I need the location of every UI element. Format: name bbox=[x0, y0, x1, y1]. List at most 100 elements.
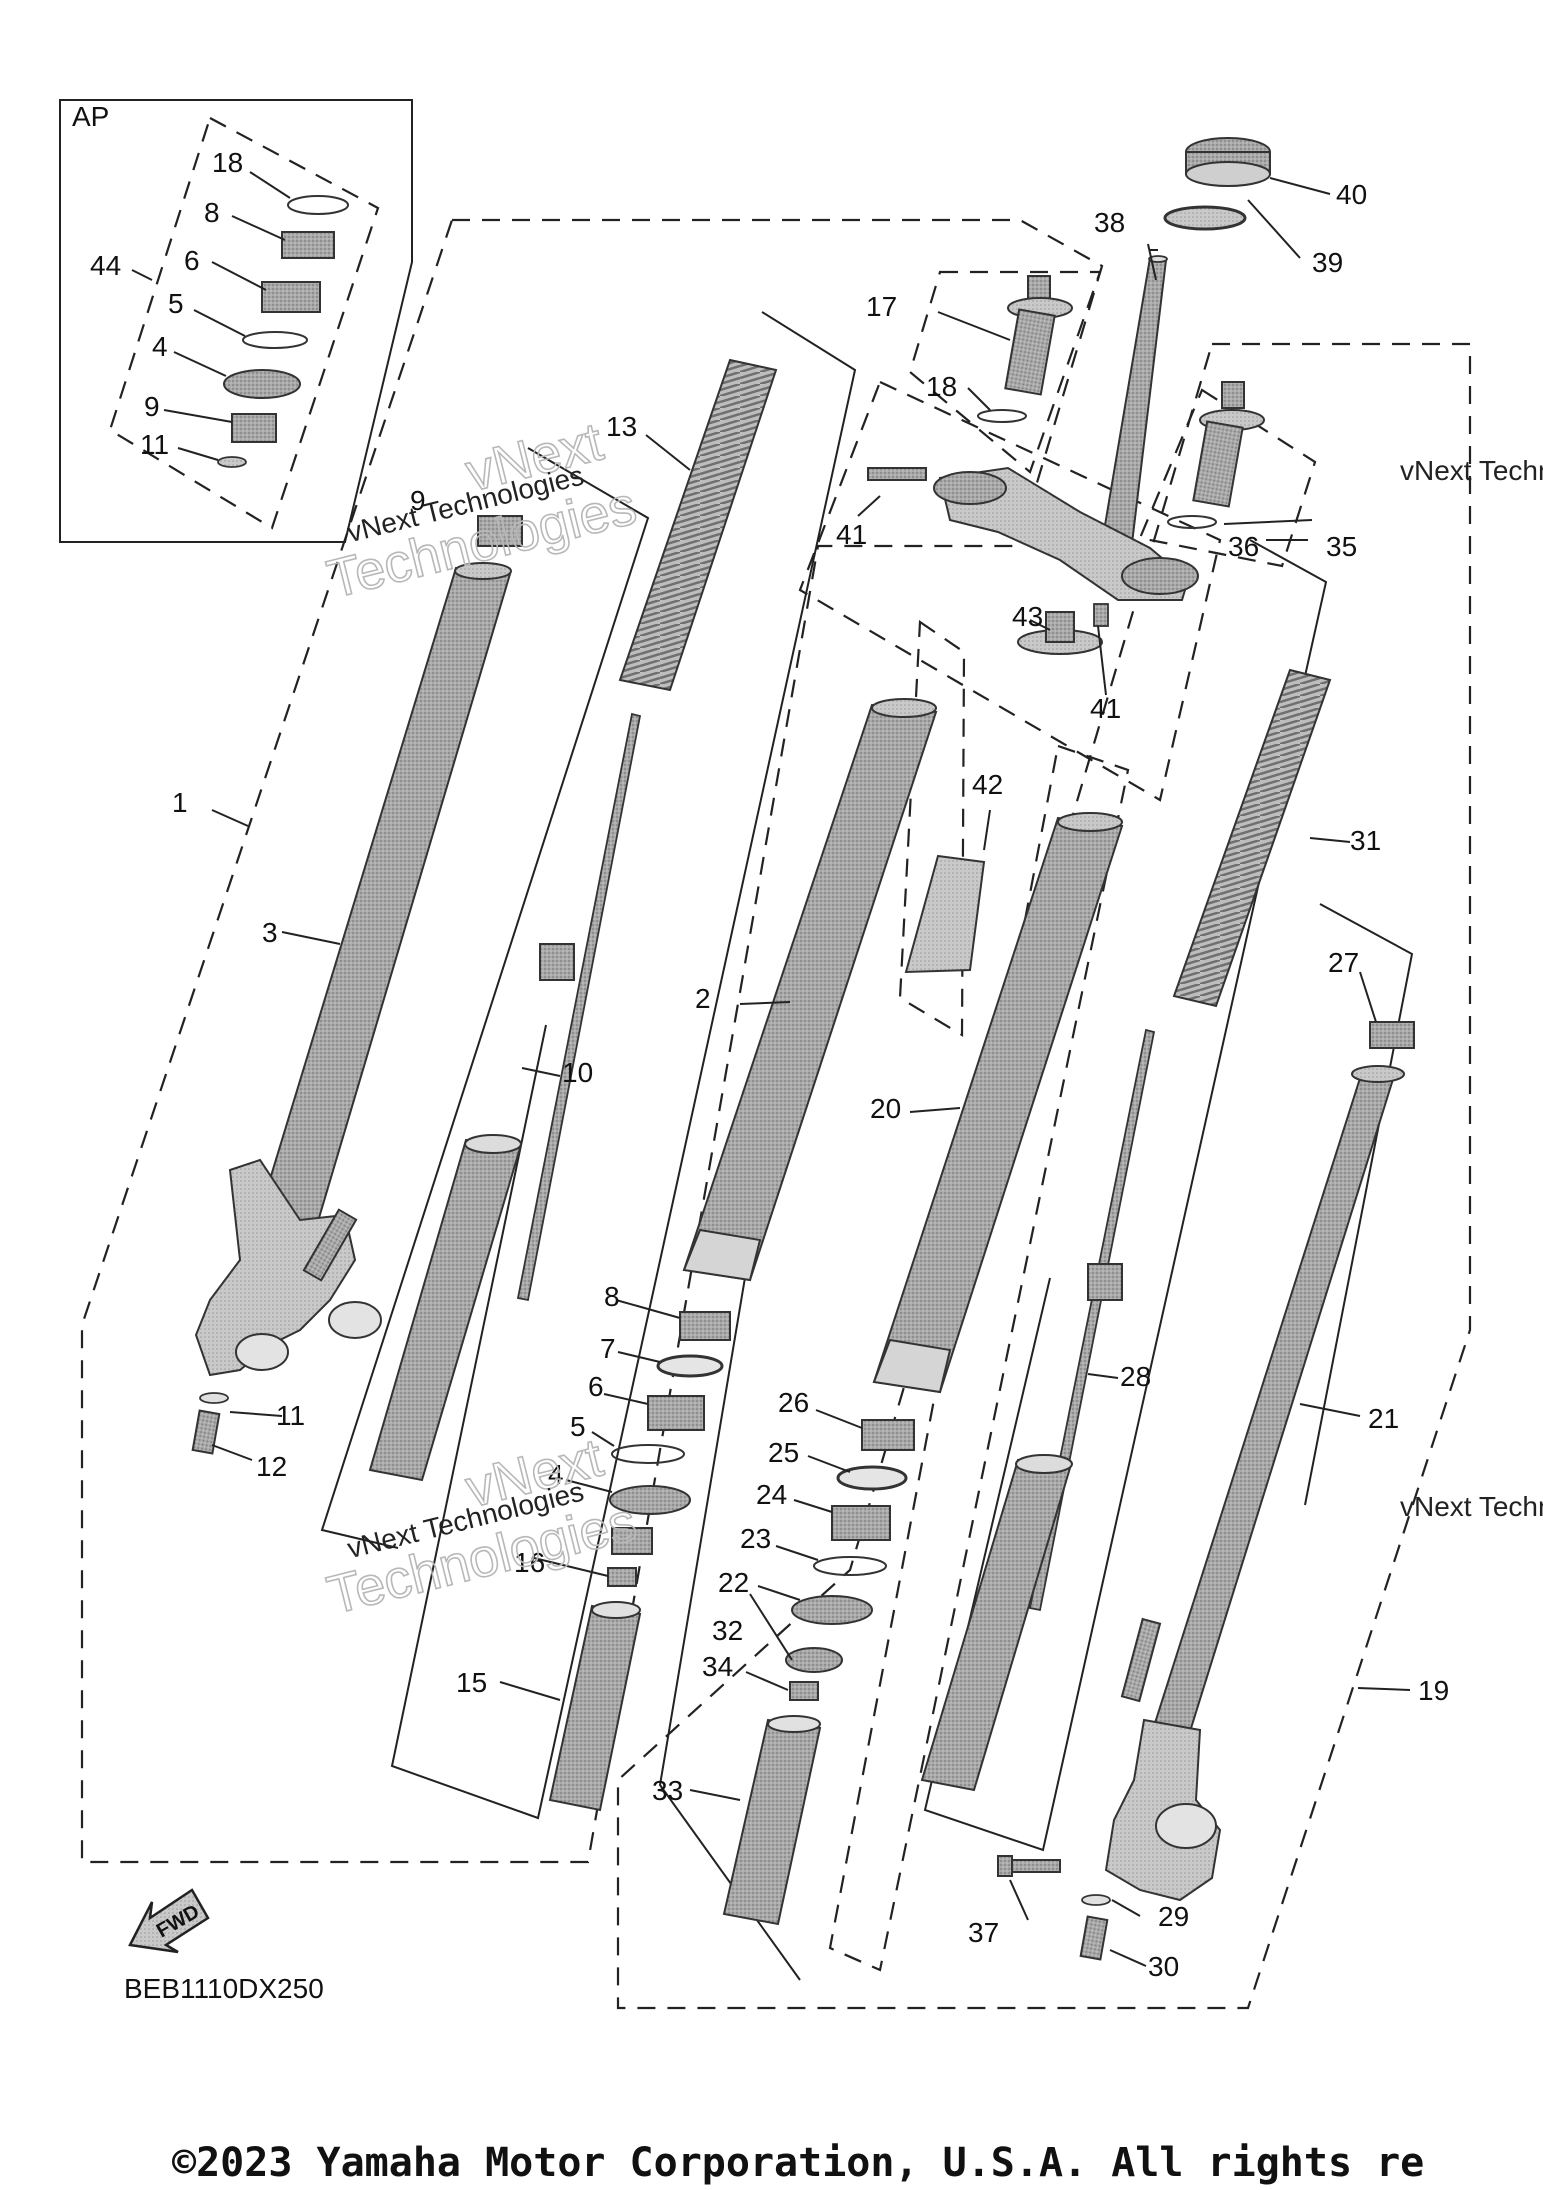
callout-20: 20 bbox=[870, 1093, 901, 1124]
frame-bracket bbox=[798, 380, 1222, 802]
callout-32: 32 bbox=[712, 1615, 743, 1646]
callout-10: 10 bbox=[562, 1057, 593, 1088]
callout-11b: 11 bbox=[276, 1400, 305, 1431]
oring-36 bbox=[1167, 515, 1217, 529]
inset-bushing-9 bbox=[231, 413, 277, 443]
callout-22: 22 bbox=[718, 1567, 749, 1598]
callout-11: 11 bbox=[140, 429, 169, 460]
seal-39 bbox=[1163, 205, 1247, 231]
callout-4: 4 bbox=[152, 331, 168, 362]
left-fork-foot bbox=[194, 1158, 382, 1377]
callout-1: 1 bbox=[172, 787, 188, 818]
watermark-4: vNext Technologies bbox=[1400, 1491, 1543, 1522]
callout-18: 18 bbox=[212, 147, 243, 178]
inner-tube-2 bbox=[682, 698, 938, 1282]
inset-seal-4 bbox=[223, 369, 301, 399]
inset-ap-label: AP bbox=[72, 101, 109, 132]
callout-39: 39 bbox=[1312, 247, 1343, 278]
callout-7: 7 bbox=[600, 1333, 616, 1364]
callout-9b: 9 bbox=[410, 485, 426, 516]
bushing-9 bbox=[477, 515, 523, 547]
callout-33: 33 bbox=[652, 1775, 683, 1806]
callout-35: 35 bbox=[1326, 531, 1357, 562]
outer-tube-21 bbox=[1140, 1021, 1415, 1772]
bearing-40 bbox=[1185, 137, 1271, 187]
callout-21: 21 bbox=[1368, 1403, 1399, 1434]
leader-lines bbox=[211, 177, 1411, 1967]
callout-42: 42 bbox=[972, 769, 1003, 800]
bolt-41 bbox=[1093, 603, 1109, 627]
callout-25: 25 bbox=[768, 1437, 799, 1468]
callout-37: 37 bbox=[968, 1917, 999, 1948]
bolt-30 bbox=[1079, 1915, 1109, 1961]
fwd-arrow: FWD bbox=[128, 1888, 210, 1954]
callout-8b: 8 bbox=[604, 1281, 620, 1312]
copyright-notice: ©2023 Yamaha Motor Corporation, U.S.A. A… bbox=[172, 2140, 1424, 2185]
callout-44: 44 bbox=[90, 250, 121, 281]
right-fork-foot bbox=[1104, 1617, 1222, 1902]
outer-tube-3 bbox=[248, 562, 512, 1257]
damper-rod-10 bbox=[368, 712, 642, 1482]
frame-left-fork-1 bbox=[80, 218, 1104, 1864]
watermark-2: vNext vNext Technologies Technologies bbox=[321, 1427, 643, 1627]
bolt-37 bbox=[997, 1855, 1061, 1877]
inset-bushing-8 bbox=[281, 231, 335, 259]
callout-12: 12 bbox=[256, 1451, 287, 1482]
washer-11 bbox=[199, 1392, 229, 1404]
left-lower-stack bbox=[548, 1311, 731, 1812]
inset-bushing-6 bbox=[261, 281, 321, 313]
callout-4b: 4 bbox=[548, 1459, 564, 1490]
callout-6: 6 bbox=[184, 245, 200, 276]
guard-42 bbox=[904, 854, 986, 974]
watermark-3: vNext Technologies bbox=[1400, 455, 1543, 486]
inset-oring-18 bbox=[287, 195, 349, 215]
inset-ap-box: AP 18 8 6 5 4 9 11 44 bbox=[59, 99, 413, 543]
damper-cap-35 bbox=[1192, 381, 1265, 508]
callout-30: 30 bbox=[1148, 1951, 1179, 1982]
callout-18b: 18 bbox=[926, 371, 957, 402]
frame-guard-42 bbox=[898, 619, 966, 1037]
frame-inner-right bbox=[828, 744, 1130, 1972]
callout-43: 43 bbox=[1012, 601, 1043, 632]
callout-15: 15 bbox=[456, 1667, 487, 1698]
callout-5: 5 bbox=[168, 288, 184, 319]
spring-31 bbox=[1172, 668, 1332, 1008]
callout-19: 19 bbox=[1418, 1675, 1449, 1706]
lower-bracket bbox=[867, 466, 1199, 601]
callout-16: 16 bbox=[514, 1547, 545, 1578]
cap-43 bbox=[1017, 611, 1103, 655]
callout-17: 17 bbox=[866, 291, 897, 322]
callout-28: 28 bbox=[1120, 1361, 1151, 1392]
callout-23: 23 bbox=[740, 1523, 771, 1554]
callout-38: 38 bbox=[1094, 207, 1125, 238]
bolt-12 bbox=[191, 1409, 221, 1455]
callout-41: 41 bbox=[836, 519, 867, 550]
frame-damper-35 bbox=[1138, 388, 1317, 568]
callout-29: 29 bbox=[1158, 1901, 1189, 1932]
callout-26: 26 bbox=[778, 1387, 809, 1418]
svg-text:vNext Technologies: vNext Technologies bbox=[1400, 1491, 1543, 1522]
callout-8: 8 bbox=[204, 197, 220, 228]
callouts: 1 3 2 10 9 11 12 13 16 15 8 7 6 5 4 17 1… bbox=[172, 179, 1449, 1982]
right-lower-stack bbox=[722, 1419, 915, 1926]
svg-text:vNext Technologies: vNext Technologies bbox=[1400, 455, 1543, 486]
oring-18 bbox=[977, 409, 1027, 423]
callout-41b: 41 bbox=[1090, 693, 1121, 724]
callout-36: 36 bbox=[1228, 531, 1259, 562]
callout-27: 27 bbox=[1328, 947, 1359, 978]
callout-2: 2 bbox=[695, 983, 711, 1014]
callout-13: 13 bbox=[606, 411, 637, 442]
washer-29 bbox=[1081, 1894, 1111, 1906]
frame-damper-17 bbox=[908, 270, 1102, 474]
callout-5b: 5 bbox=[570, 1411, 586, 1442]
callout-31: 31 bbox=[1350, 825, 1381, 856]
inner-tube-20 bbox=[872, 812, 1124, 1394]
steering-stem-38 bbox=[1098, 255, 1168, 562]
callout-6b: 6 bbox=[588, 1371, 604, 1402]
inset-clip-5 bbox=[242, 331, 308, 349]
callout-40: 40 bbox=[1336, 179, 1367, 210]
diagram-code: BEB1110DX250 bbox=[124, 1973, 324, 2004]
callout-9: 9 bbox=[144, 391, 160, 422]
